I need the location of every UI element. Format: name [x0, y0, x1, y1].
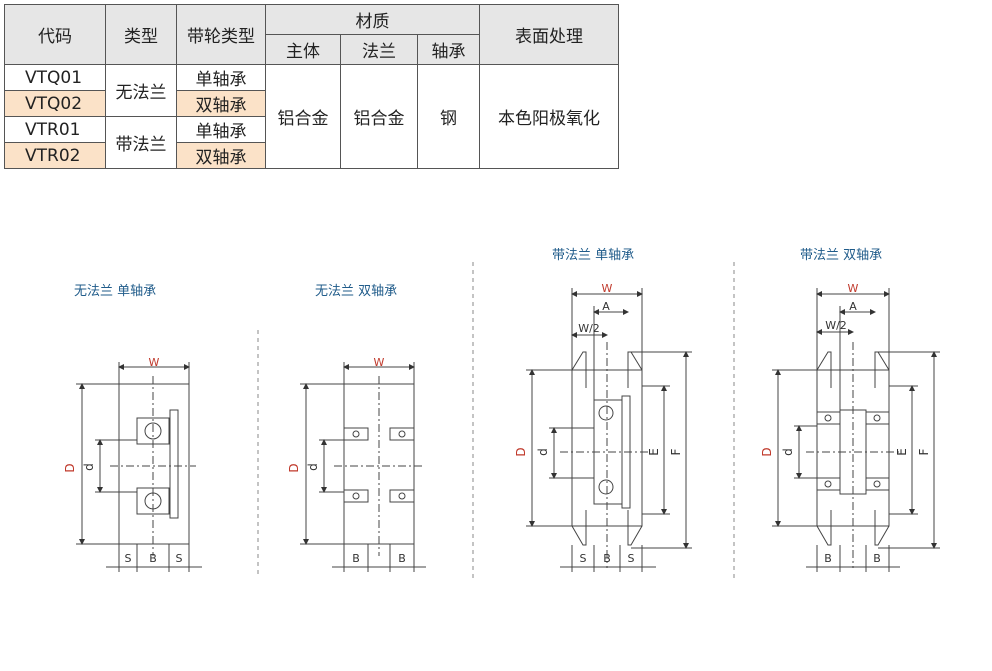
bearing-material: 钢 [417, 64, 480, 169]
row-code: VTR02 [4, 142, 106, 169]
dim-w2: W/2 [578, 322, 600, 335]
dim-D: D [287, 463, 301, 472]
row-code: VTQ02 [4, 90, 106, 117]
dim-d: d [306, 463, 320, 471]
drawing-flange-single [526, 288, 692, 572]
dim-b: B [824, 552, 832, 565]
drawing-no-flange-double [300, 362, 426, 572]
surface-treatment: 本色阳极氧化 [479, 64, 619, 169]
dim-b: B [149, 552, 157, 565]
dim-w: W [848, 282, 859, 295]
dim-a: A [849, 300, 857, 313]
row-pulley-type: 单轴承 [176, 64, 266, 91]
body-material: 铝合金 [265, 64, 341, 169]
dim-E: E [647, 448, 661, 456]
dim-s: S [125, 552, 132, 565]
header-material: 材质 [265, 4, 480, 35]
dim-s: S [628, 552, 635, 565]
dim-E: E [895, 448, 909, 456]
dim-w: W [602, 282, 613, 295]
dim-w2: W/2 [825, 319, 847, 332]
dim-d: d [82, 463, 96, 471]
header-code: 代码 [4, 4, 106, 65]
dim-w: W [374, 356, 385, 369]
row-type: 无法兰 [105, 64, 177, 117]
row-pulley-type: 双轴承 [176, 142, 266, 169]
spec-table: 代码 类型 带轮类型 材质 表面处理 主体 法兰 轴承 VTQ01 无法兰 单轴… [4, 4, 619, 169]
drawing-no-flange-single [76, 362, 202, 572]
row-code: VTQ01 [4, 64, 106, 91]
dim-b: B [873, 552, 881, 565]
dim-d: d [781, 448, 795, 456]
row-pulley-type: 单轴承 [176, 116, 266, 143]
dim-w: W [149, 356, 160, 369]
header-body: 主体 [265, 34, 341, 65]
drawing-flange-double [772, 288, 940, 572]
dim-b: B [352, 552, 360, 565]
dim-d: d [536, 448, 550, 456]
flange-material: 铝合金 [340, 64, 418, 169]
drawing-title: 带法兰 双轴承 [800, 248, 883, 263]
header-bearing: 轴承 [417, 34, 480, 65]
separator-lines [257, 262, 735, 578]
dim-D: D [514, 447, 528, 456]
drawing-title: 带法兰 单轴承 [552, 248, 635, 263]
dim-a: A [602, 300, 610, 313]
header-surface: 表面处理 [479, 4, 619, 65]
dim-b: B [398, 552, 406, 565]
dim-s: S [580, 552, 587, 565]
dim-D: D [760, 447, 774, 456]
drawing-title: 无法兰 双轴承 [315, 284, 398, 299]
row-pulley-type: 双轴承 [176, 90, 266, 117]
header-flange: 法兰 [340, 34, 418, 65]
dim-b: B [603, 552, 611, 565]
dim-F: F [669, 448, 683, 455]
dim-s: S [176, 552, 183, 565]
dim-F: F [917, 448, 931, 455]
drawing-title: 无法兰 单轴承 [74, 284, 157, 299]
dim-D: D [63, 463, 77, 472]
